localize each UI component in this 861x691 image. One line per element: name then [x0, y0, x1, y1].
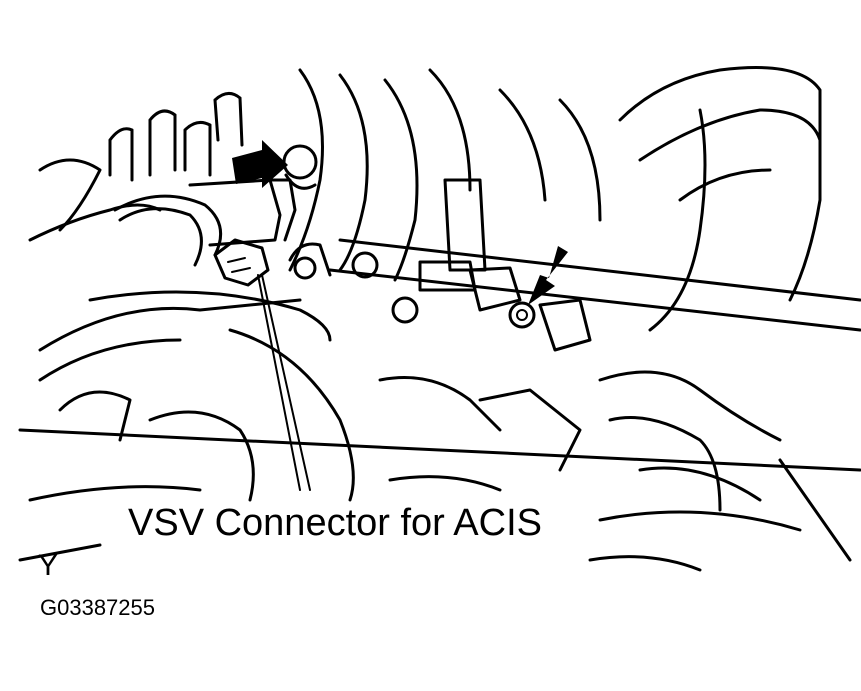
arrow-icon	[528, 246, 568, 305]
callout-label: VSV Connector for ACIS	[128, 502, 542, 544]
engine-outline	[18, 66, 861, 572]
figure-code: G03387255	[40, 595, 155, 620]
corner-mark: Y	[38, 549, 58, 582]
arrow-icon	[232, 140, 288, 188]
